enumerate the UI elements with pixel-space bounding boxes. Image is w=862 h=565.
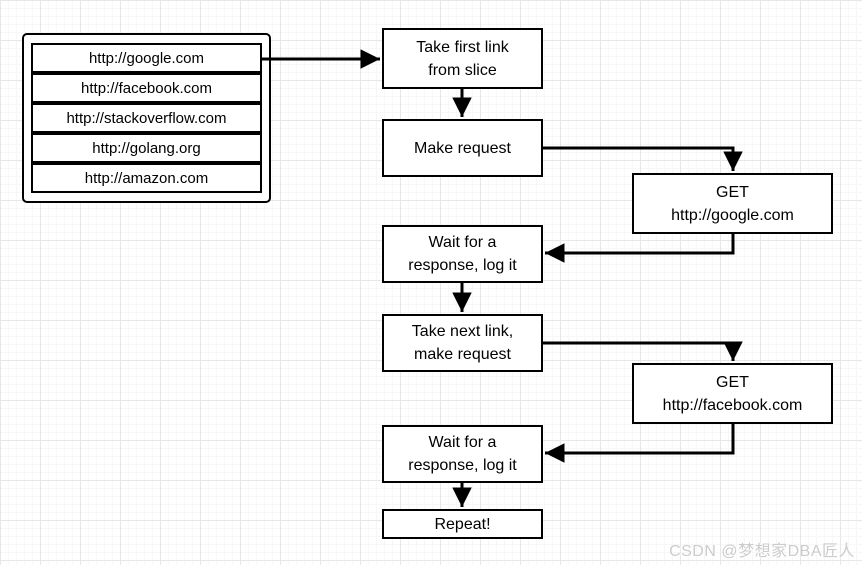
url-list-item-facebook: http://facebook.com — [31, 73, 262, 103]
url-list-container: http://google.com http://facebook.com ht… — [22, 33, 271, 203]
node-take-next-link: Take next link, make request — [382, 314, 543, 372]
url-list-item-google: http://google.com — [31, 43, 262, 73]
arrow-make-request-to-get-google — [543, 146, 743, 171]
node-make-request: Make request — [382, 119, 543, 177]
node-get-google: GET http://google.com — [632, 173, 833, 234]
url-list-item-amazon: http://amazon.com — [31, 163, 262, 193]
url-list-item-stackoverflow: http://stackoverflow.com — [31, 103, 262, 133]
arrow-get-google-to-wait-1 — [545, 234, 735, 263]
arrow-get-facebook-to-wait-2 — [545, 424, 735, 463]
node-get-facebook: GET http://facebook.com — [632, 363, 833, 424]
node-wait-response-2: Wait for a response, log it — [382, 425, 543, 483]
node-take-first-link: Take first link from slice — [382, 28, 543, 89]
node-repeat: Repeat! — [382, 509, 543, 539]
url-list-item-golang: http://golang.org — [31, 133, 262, 163]
watermark: CSDN @梦想家DBA匠人 — [669, 543, 855, 560]
arrow-take-next-to-get-facebook — [543, 341, 743, 361]
node-wait-response-1: Wait for a response, log it — [382, 225, 543, 283]
